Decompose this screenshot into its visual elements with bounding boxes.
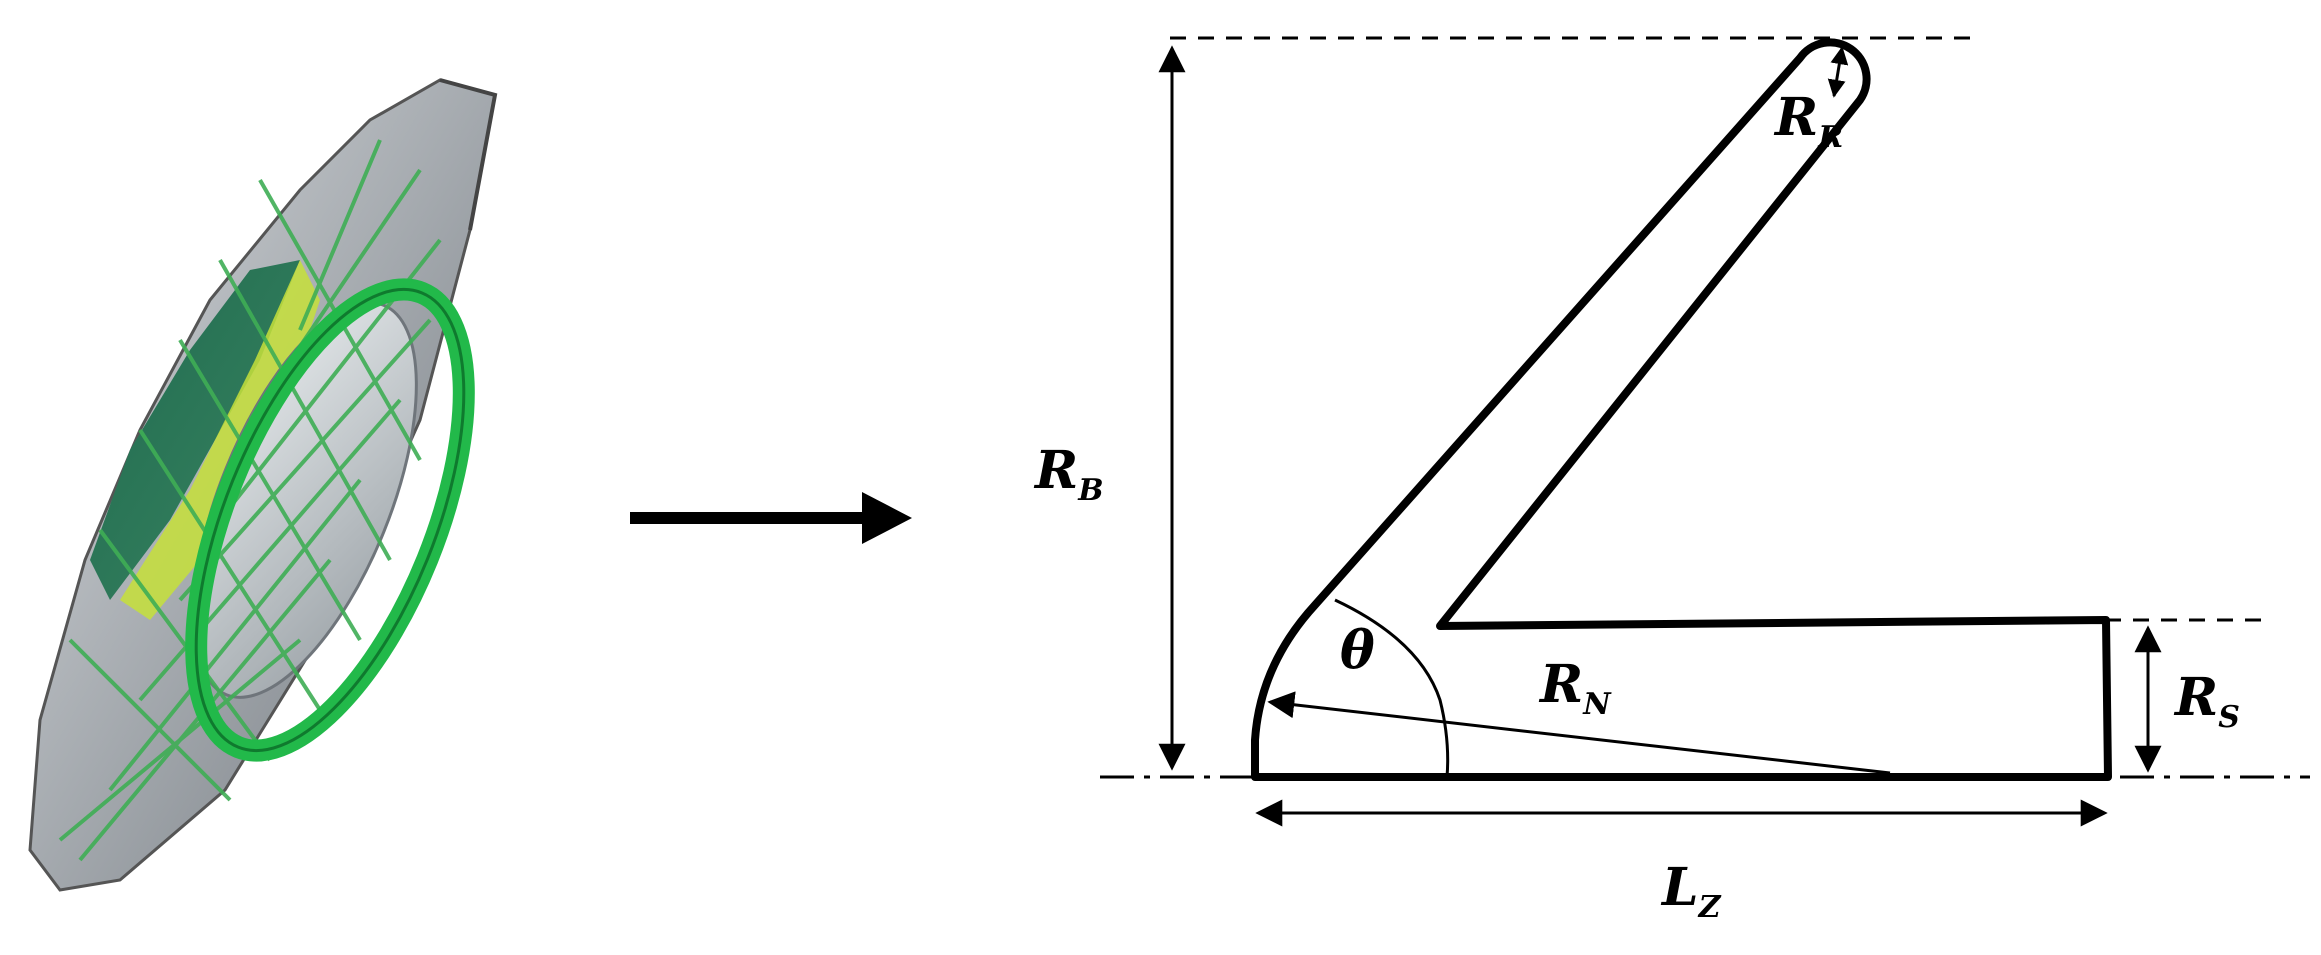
profile-outline <box>1251 38 2112 781</box>
theta-label: θ <box>1340 620 1375 681</box>
rr-label: RR <box>1773 87 1843 155</box>
shaded-flank <box>90 260 300 600</box>
rn-label: RN <box>1538 654 1612 722</box>
rendered-part-illustration <box>28 78 498 892</box>
transition-arrow <box>630 492 912 544</box>
green-ring-edge <box>194 287 466 753</box>
rs-label: RS <box>2173 667 2240 735</box>
rr-dimension-arrow <box>1827 46 1849 98</box>
cross-section-schematic: RB RR θ RN RS LZ <box>1033 36 2310 925</box>
rb-label: RB <box>1033 440 1104 508</box>
rn-radius-arrow <box>1267 691 1891 775</box>
disk-edge-detail <box>439 78 498 231</box>
lz-label: LZ <box>1660 857 1722 925</box>
theta-angle-arc <box>1334 598 1450 778</box>
